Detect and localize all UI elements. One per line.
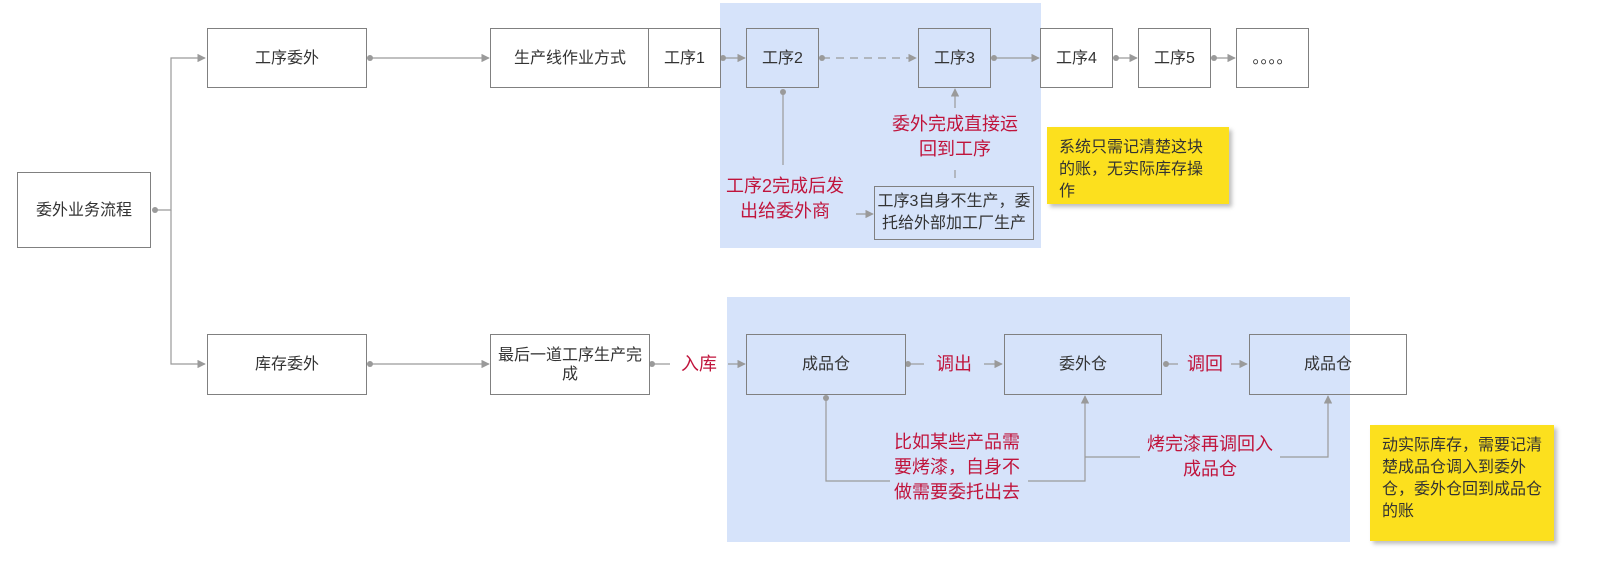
return-direct-label: 委外完成直接运回到工序 — [892, 114, 1018, 159]
fg-warehouse-node-2[interactable]: 成品仓 — [1249, 334, 1407, 395]
step2-send-label: 工序2完成后发出给委外商 — [725, 176, 844, 221]
paint-example-label: 比如某些产品需要烤漆，自身不做需要委托出去 — [894, 432, 1020, 502]
step1-node[interactable]: 工序1 — [648, 28, 721, 88]
step3-desc-node[interactable]: 工序3自身不生产，委托给外部加工厂生产 — [874, 186, 1034, 240]
stock-outsource-region — [727, 297, 1350, 542]
stock-outsource-node[interactable]: 库存委外 — [207, 334, 367, 395]
outsource-warehouse-node[interactable]: 委外仓 — [1004, 334, 1162, 395]
step5-node[interactable]: 工序5 — [1138, 28, 1211, 88]
stock-sticky-note: 动实际库存，需要记清楚成品仓调入到委外仓，委外仓回到成品仓的账 — [1370, 425, 1554, 541]
ellipsis-node[interactable]: 。。。。 — [1236, 28, 1309, 88]
step2-node[interactable]: 工序2 — [746, 28, 819, 88]
process-outsource-node[interactable]: 工序委外 — [207, 28, 367, 88]
after-paint-label: 烤完漆再调回入成品仓 — [1147, 434, 1273, 479]
root-node[interactable]: 委外业务流程 — [17, 172, 151, 248]
line-mode-node[interactable]: 生产线作业方式 — [490, 28, 650, 88]
inbound-label: 入库 — [681, 354, 717, 374]
transfer-back-label: 调回 — [1187, 354, 1223, 374]
process-sticky-note: 系统只需记清楚这块的账，无实际库存操作 — [1047, 127, 1229, 204]
fg-warehouse-node-1[interactable]: 成品仓 — [746, 334, 906, 395]
process-outsource-region — [720, 3, 1041, 248]
step4-node[interactable]: 工序4 — [1040, 28, 1113, 88]
last-step-node[interactable]: 最后一道工序生产完成 — [490, 334, 650, 395]
step3-node[interactable]: 工序3 — [918, 28, 991, 88]
transfer-out-label: 调出 — [936, 354, 972, 374]
